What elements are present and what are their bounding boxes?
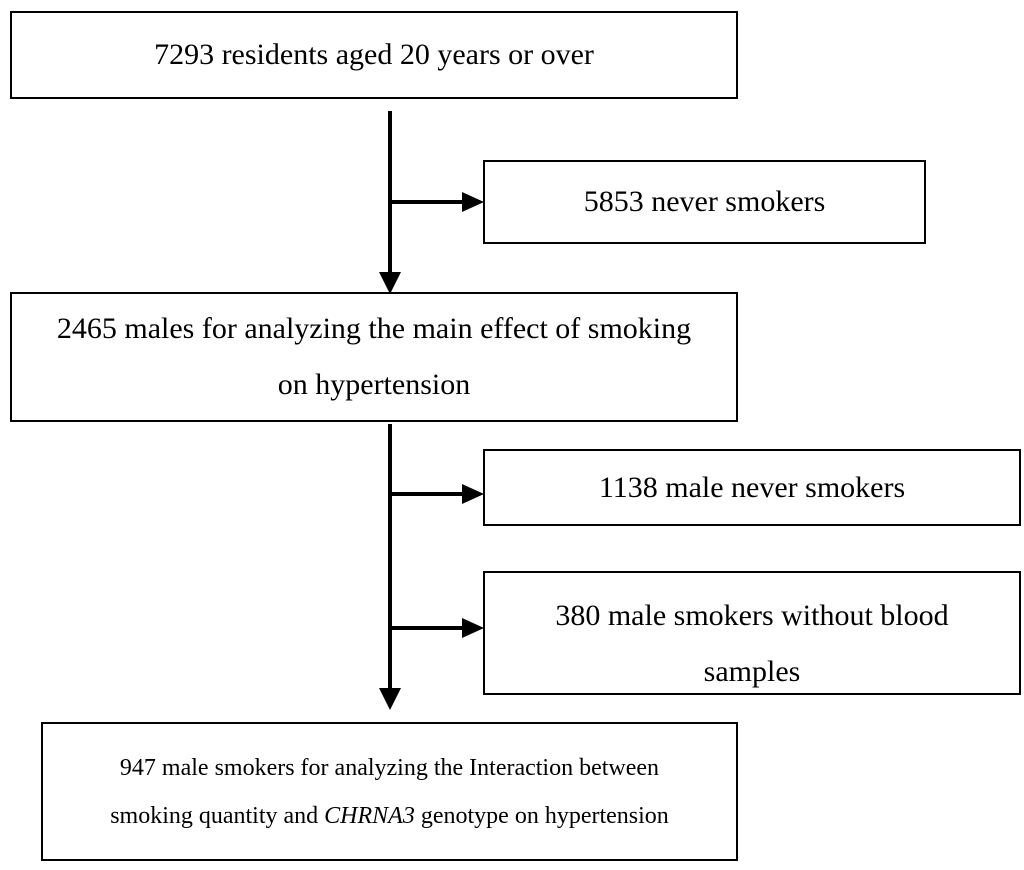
box-exclusion-never-smokers: 5853 never smokers <box>483 160 926 244</box>
box-male-smokers-interaction-text: 947 male smokers for analyzing the Inter… <box>110 744 669 840</box>
box-total-residents-text: 7293 residents aged 20 years or over <box>154 38 594 71</box>
box-male-main-effect-line2: on hypertension <box>277 368 471 401</box>
arrowhead-to-box3 <box>379 688 401 710</box>
arrowhead-to-exclusion3 <box>462 618 484 638</box>
box-exclusion-male-never-smokers-text: 1138 male never smokers <box>598 470 906 504</box>
box-male-main-effect: 2465 males for analyzing the main effect… <box>10 292 738 422</box>
box-male-smokers-interaction-line2-after: genotype on hypertension <box>414 802 669 829</box>
arrowhead-to-exclusion1 <box>462 192 484 212</box>
box-exclusion-male-never-smokers: 1138 male never smokers <box>483 449 1021 526</box>
box-exclusion-never-smokers-text: 5853 never smokers <box>583 185 826 218</box>
box-male-smokers-interaction: 947 male smokers for analyzing the Inter… <box>41 722 738 861</box>
box-male-smokers-interaction-line1: 947 male smokers for analyzing the Inter… <box>119 754 660 781</box>
arrowhead-to-exclusion2 <box>462 484 484 504</box>
box-exclusion-no-blood-samples-line1: 380 male smokers without blood <box>555 599 949 632</box>
box-exclusion-no-blood-samples: 380 male smokers without blood samples <box>483 571 1021 695</box>
box-male-smokers-interaction-line2-before: smoking quantity and <box>110 802 325 829</box>
box-male-main-effect-text: 2465 males for analyzing the main effect… <box>57 301 691 413</box>
box-male-main-effect-line1: 2465 males for analyzing the main effect… <box>56 312 692 345</box>
box-male-smokers-interaction-line2: smoking quantity and CHRNA3 genotype on … <box>110 792 669 840</box>
box-exclusion-no-blood-samples-line2: samples <box>703 655 801 688</box>
box-exclusion-no-blood-samples-text: 380 male smokers without blood samples <box>555 573 948 693</box>
arrowhead-to-box2 <box>379 272 401 294</box>
gene-name-chrna3: CHRNA3 <box>324 802 415 829</box>
box-total-residents: 7293 residents aged 20 years or over <box>10 11 738 99</box>
